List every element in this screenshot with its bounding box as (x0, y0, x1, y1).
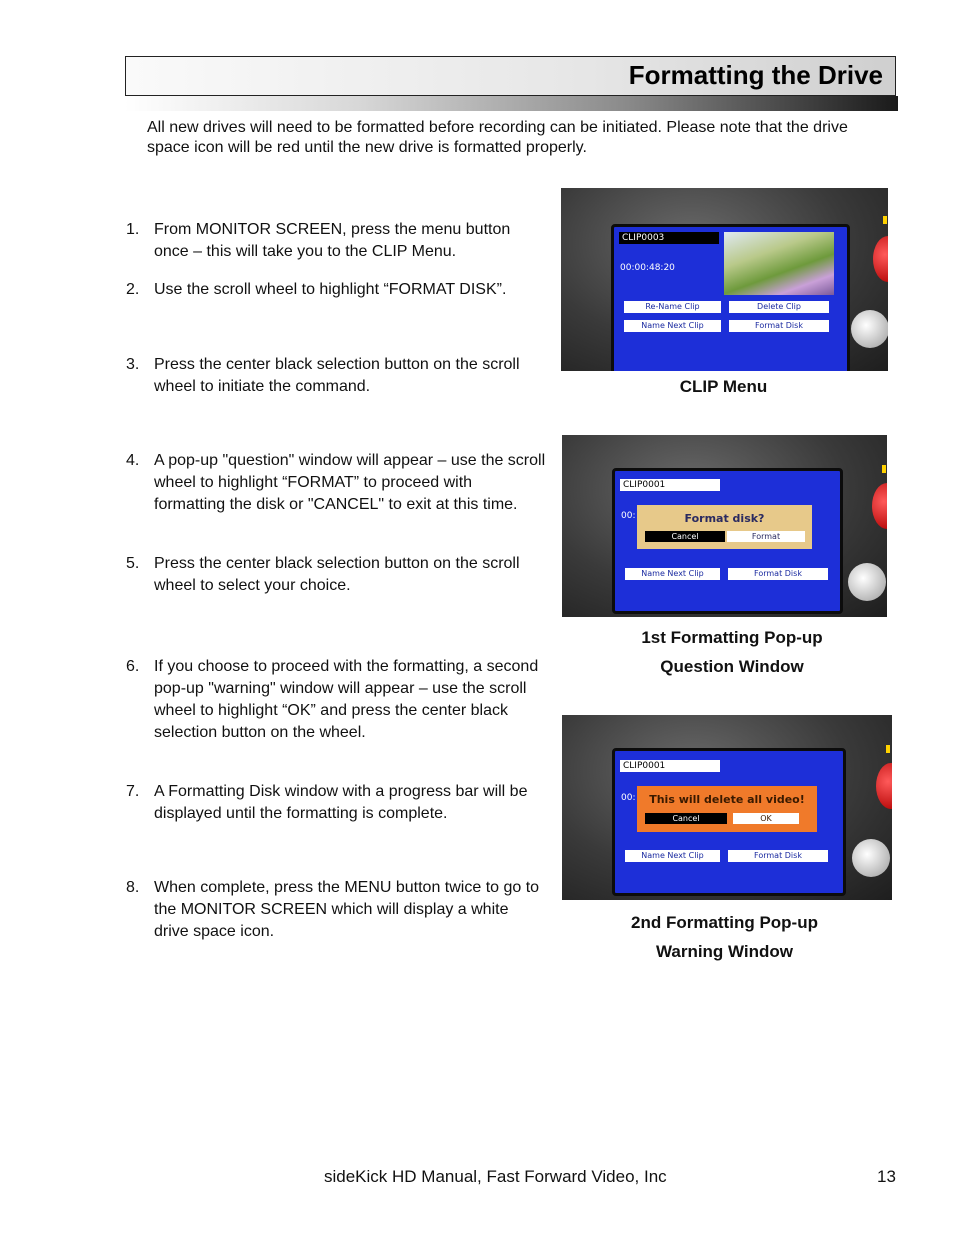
record-button (876, 763, 892, 809)
rename-clip-button: Re-Name Clip (624, 301, 721, 313)
name-next-clip-button: Name Next Clip (625, 568, 720, 580)
timecode: 00: (621, 511, 636, 521)
popup-title: Format disk? (684, 512, 765, 525)
footer-text: sideKick HD Manual, Fast Forward Video, … (324, 1167, 667, 1186)
step-text: If you choose to proceed with the format… (154, 658, 539, 741)
record-button (872, 483, 887, 529)
device-screen: CLIP0001 00: Name Next Clip Format Disk … (612, 748, 846, 896)
caption-line: Question Window (660, 657, 804, 676)
step-number: 3. (126, 356, 140, 373)
name-next-clip-button: Name Next Clip (625, 850, 720, 862)
popup-format-button: Format (727, 531, 805, 542)
popup-cancel-button: Cancel (645, 531, 725, 542)
step-number: 7. (126, 783, 140, 800)
caption-line: Warning Window (655, 942, 794, 961)
page-number: 13 (877, 1167, 896, 1186)
format-disk-button: Format Disk (728, 850, 828, 862)
caption-line: 1st Formatting Pop-up (641, 628, 823, 647)
menu-button (851, 310, 888, 348)
step-text: A pop-up "question" window will appear –… (154, 452, 546, 513)
format-disk-button: Format Disk (729, 320, 829, 332)
step-number: 8. (126, 879, 140, 896)
caption-line: 2nd Formatting Pop-up (631, 913, 818, 932)
menu-button (848, 563, 886, 601)
step-text: A Formatting Disk window with a progress… (154, 783, 528, 822)
step-text: Press the center black selection button … (154, 356, 520, 395)
timecode: 00: (621, 793, 636, 803)
menu-button (852, 839, 890, 877)
section-header: Formatting the Drive (125, 56, 896, 96)
step-4: 4. A pop-up "question" window will appea… (126, 450, 546, 516)
step-number: 5. (126, 555, 140, 572)
step-text: Use the scroll wheel to highlight “FORMA… (154, 281, 507, 298)
step-text: When complete, press the MENU button twi… (154, 879, 540, 940)
question-popup-photo: CLIP0001 00: Name Next Clip Format Disk … (562, 435, 887, 617)
step-number: 1. (126, 221, 140, 238)
format-disk-button: Format Disk (728, 568, 828, 580)
warning-popup: This will delete all video! Cancel OK (637, 786, 817, 832)
status-led (883, 216, 887, 224)
step-2: 2. Use the scroll wheel to highlight “FO… (126, 279, 546, 301)
timecode: 00:00:48:20 (620, 263, 675, 273)
clip-thumbnail (724, 232, 834, 295)
popup-title: This will delete all video! (649, 793, 805, 806)
status-led (882, 465, 886, 473)
question-popup: Format disk? Cancel Format (637, 505, 812, 549)
delete-clip-button: Delete Clip (729, 301, 829, 313)
device-screen: CLIP0003 00:00:48:20 Re-Name Clip Delete… (611, 224, 850, 371)
figure-caption: 1st Formatting Pop-up Question Window (562, 623, 902, 681)
step-text: Press the center black selection button … (154, 555, 520, 594)
step-number: 2. (126, 281, 140, 298)
page-title: Formatting the Drive (628, 60, 883, 90)
step-number: 6. (126, 658, 140, 675)
intro-paragraph: All new drives will need to be formatted… (147, 119, 848, 156)
step-1: 1. From MONITOR SCREEN, press the menu b… (126, 219, 546, 263)
header-shadow-bar (125, 96, 898, 111)
step-number: 4. (126, 452, 140, 469)
clip-name-bar: CLIP0001 (620, 479, 720, 491)
popup-ok-button: OK (733, 813, 799, 824)
figure-caption: CLIP Menu (679, 377, 768, 396)
warning-popup-photo: CLIP0001 00: Name Next Clip Format Disk … (562, 715, 892, 900)
step-8: 8. When complete, press the MENU button … (126, 877, 546, 943)
clip-name-bar: CLIP0001 (620, 760, 720, 772)
name-next-clip-button: Name Next Clip (624, 320, 721, 332)
step-text: From MONITOR SCREEN, press the menu butt… (154, 221, 511, 260)
step-7: 7. A Formatting Disk window with a progr… (126, 781, 546, 825)
step-5: 5. Press the center black selection butt… (126, 553, 546, 597)
record-button (873, 236, 888, 282)
clip-menu-photo: CLIP0003 00:00:48:20 Re-Name Clip Delete… (561, 188, 888, 371)
step-3: 3. Press the center black selection butt… (126, 354, 546, 398)
status-led (886, 745, 890, 753)
popup-cancel-button: Cancel (645, 813, 727, 824)
device-screen: CLIP0001 00: Name Next Clip Format Disk … (612, 468, 843, 614)
clip-name-bar: CLIP0003 (619, 232, 719, 244)
step-6: 6. If you choose to proceed with the for… (126, 656, 546, 744)
figure-caption: 2nd Formatting Pop-up Warning Window (562, 908, 887, 966)
